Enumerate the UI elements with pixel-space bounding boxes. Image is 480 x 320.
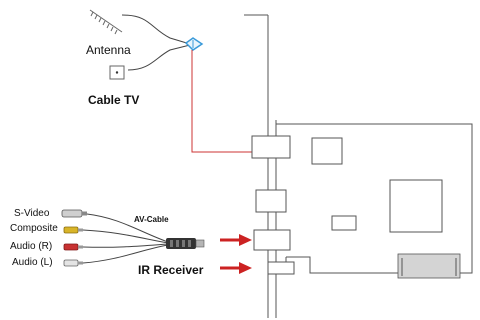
coax-splitter-icon [184,37,204,51]
antenna-feed-line [121,14,191,45]
av-input-arrow [220,234,252,246]
av-cable-label: AV-Cable [134,215,169,224]
audio-right-connector-icon [63,243,83,251]
av-cable-wires [82,213,169,264]
cable-tv-label: Cable TV [88,93,140,107]
pcb-edge-contacts [397,253,461,279]
coax-cable [191,50,252,153]
pcb-components [311,137,443,233]
antenna-icon [89,9,123,35]
audio-left-label: Audio (L) [12,257,53,268]
tuner-module [311,137,343,165]
s-video-label: S-Video [14,208,50,219]
bracket-ports [251,135,295,275]
tuner-card-bracket [244,14,269,318]
av-input-port [253,229,291,251]
fm-port [255,189,287,213]
small-chip [331,215,357,231]
ir-receiver-port [267,261,295,275]
s-video-connector-icon [61,209,87,218]
audio-right-label: Audio (R) [10,241,53,252]
ir-receiver-arrow [220,262,252,274]
cable-tv-feed-line [127,44,191,71]
main-chip [389,179,443,233]
antenna-label: Antenna [86,43,131,57]
wall-outlet-socket [115,71,119,74]
tuner-card-pcb [275,120,473,318]
av-cable-plug-icon [166,238,205,249]
ir-receiver-label: IR Receiver [138,263,204,277]
audio-left-connector-icon [63,259,83,267]
composite-connector-icon [63,226,83,234]
composite-label: Composite [10,223,58,234]
rf-input-port [251,135,291,159]
